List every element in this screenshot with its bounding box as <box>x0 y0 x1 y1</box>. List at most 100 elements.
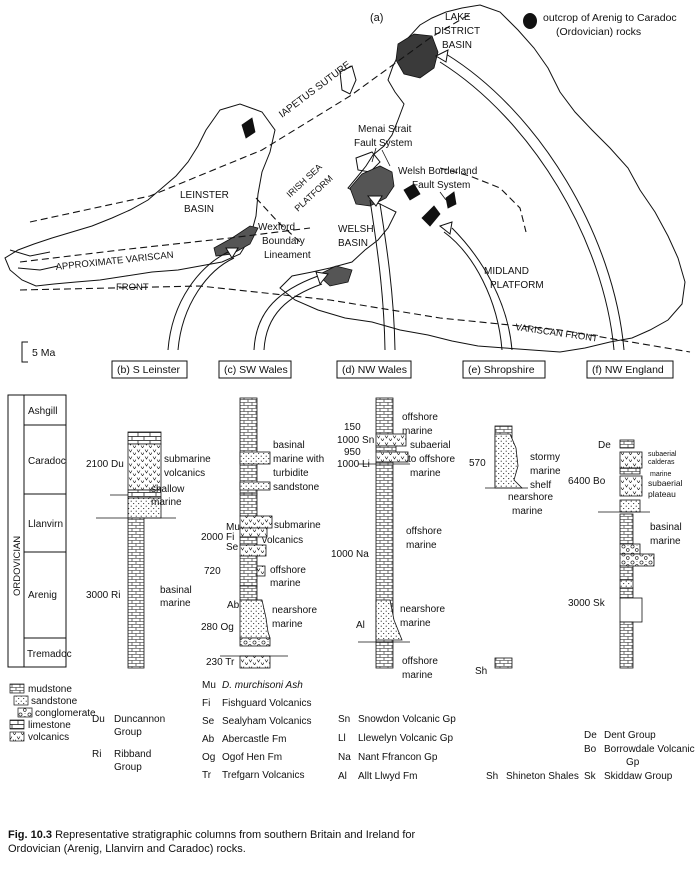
c-thickness-fi: 2000 Fi <box>201 532 234 543</box>
key-d-name-al: Allt Llwyd Fm <box>358 771 417 782</box>
approx-variscan-front-line <box>19 227 311 263</box>
legend-volcanics: volcanics <box>28 732 69 743</box>
f-note-basinal-2: marine <box>650 536 681 547</box>
box-nw-england: (f) NW England <box>586 360 674 379</box>
abbrev-key-c: Mu D. murchisoni Ash Fi Fishguard Volcan… <box>202 680 312 781</box>
abbrev-key-b: Du Duncannon Group Ri Ribband Group <box>92 714 165 773</box>
ireland-sw-inlets <box>9 249 59 271</box>
key-d-name-na: Nant Ffrancon Gp <box>358 752 438 763</box>
arrow-nw-wales <box>369 199 396 351</box>
key-c-name-og: Ogof Hen Fm <box>222 752 282 763</box>
key-f-name-bo-2: Gp <box>626 757 640 768</box>
c-thickness-ab: Ab <box>227 600 240 611</box>
b-note-shallow-1: shallow <box>151 484 185 495</box>
d-note-subaerial-1: subaerial <box>410 440 451 451</box>
c-thickness-se: Se <box>226 542 239 553</box>
central-wales-outcrop <box>421 205 441 227</box>
box-sw-wales-label: (c) SW Wales <box>224 364 288 376</box>
d-note-nearshore-1: nearshore <box>400 604 445 615</box>
britain-coastline <box>279 4 686 353</box>
key-e-abbr-sh: Sh <box>486 771 498 782</box>
e-note-stormy-3: shelf <box>530 480 551 491</box>
legend-limestone: limestone <box>28 720 71 731</box>
midland-label-2: PLATFORM <box>490 280 544 291</box>
key-d-name-sn: Snowdon Volcanic Gp <box>358 714 456 725</box>
stage-arenig: Arenig <box>28 590 57 601</box>
stage-ashgill: Ashgill <box>28 406 57 417</box>
e-thickness-570: 570 <box>469 458 486 469</box>
key-c-abbr-og: Og <box>202 752 215 763</box>
stage-llanvirn: Llanvirn <box>28 519 63 530</box>
key-c-abbr-tr: Tr <box>202 770 212 781</box>
midland-label-1: MIDLAND <box>484 266 529 277</box>
d-thickness-li: 1000 Li <box>337 459 370 470</box>
map-panel: (a) outcrop of Arenig to Caradoc (Ordovi… <box>4 4 691 353</box>
menai-label-1: Menai Strait <box>358 124 412 135</box>
key-c-name-mu: D. murchisoni Ash <box>222 680 303 691</box>
stage-tremadoc: Tremadoc <box>27 649 72 660</box>
key-d-name-ll: Llewelyn Volcanic Gp <box>358 733 453 744</box>
irish-outcrop-north <box>241 117 256 139</box>
map-legend: outcrop of Arenig to Caradoc (Ordovician… <box>523 12 677 38</box>
scale-label: 5 Ma <box>32 347 56 359</box>
c-note-basinal-1: basinal <box>273 440 305 451</box>
iapetus-suture-line <box>29 13 471 223</box>
wexford-label-3: Lineament <box>264 250 311 261</box>
box-s-leinster: (b) S Leinster <box>111 360 188 379</box>
d-note-offshore-low-2: marine <box>402 670 433 681</box>
welsh-borderland-label-2: Fault System <box>412 180 470 191</box>
isle-of-man <box>339 65 357 95</box>
d-note-nearshore-2: marine <box>400 618 431 629</box>
f-thickness-de: De <box>598 440 611 451</box>
fault-pointers <box>371 147 447 201</box>
key-c-abbr-ab: Ab <box>202 734 215 745</box>
key-d-abbr-ll: Ll <box>338 733 346 744</box>
key-f-abbr-bo: Bo <box>584 744 597 755</box>
legend-mudstone: mudstone <box>28 684 72 695</box>
d-thickness-na: 1000 Na <box>331 549 369 560</box>
f-note-basinal-1: basinal <box>650 522 682 533</box>
column-boxes: (b) S Leinster (c) SW Wales (d) NW Wales… <box>111 360 674 379</box>
leinster-outcrop <box>213 225 259 257</box>
f-thickness-sk: 3000 Sk <box>568 598 606 609</box>
menai-label-2: Fault System <box>354 138 412 149</box>
lake-district-label-1: LAKE <box>445 12 471 23</box>
coastlines <box>4 4 686 353</box>
e-note-nearshore-1: nearshore <box>508 492 553 503</box>
box-s-leinster-label: (b) S Leinster <box>117 364 181 376</box>
welsh-basin-label-2: BASIN <box>338 238 368 249</box>
f-note-plateau-1: subaerial <box>648 478 683 488</box>
column-s-leinster: 2100 Du 3000 Ri submarine volcanics shal… <box>86 431 211 669</box>
d-thickness-al: Al <box>356 620 365 631</box>
time-scale: 5 Ma <box>21 341 56 363</box>
c-thickness-og: 280 Og <box>201 622 234 633</box>
c-note-basinal-2: marine with <box>273 454 324 465</box>
c-note-basinal-4: sandstone <box>273 482 320 493</box>
key-d-abbr-sn: Sn <box>338 714 350 725</box>
key-c-name-se: Sealyham Volcanics <box>222 716 312 727</box>
key-b-name-du: Duncannon <box>114 714 165 725</box>
c-thickness-720: 720 <box>204 566 221 577</box>
column-sw-wales: Mu 2000 Fi Se 720 Ab 280 Og 230 Tr basin… <box>201 397 324 669</box>
f-note-calderas-3: marine <box>650 471 672 478</box>
d-note-offshore-mid-2: marine <box>406 540 437 551</box>
d-thickness-150: 150 <box>344 422 361 433</box>
wexford-label-1: Wexford <box>258 222 295 233</box>
outcrop-legend-swatch <box>523 13 537 29</box>
north-wales-outcrop <box>349 165 395 207</box>
b-note-submarine-2: volcanics <box>164 468 205 479</box>
column-shropshire: 570 Sh stormy marine shelf nearshore mar… <box>469 425 561 677</box>
e-note-stormy-1: stormy <box>530 452 560 463</box>
arrow-shropshire <box>443 227 513 351</box>
abbrev-key-f: De Dent Group Bo Borrowdale Volcanic Gp … <box>584 730 695 782</box>
system-label: ORDOVICIAN <box>12 536 23 596</box>
key-f-name-de: Dent Group <box>604 730 656 741</box>
c-note-basinal-3: turbidite <box>273 468 309 479</box>
variscan-front-label: VARISCAN FRONT <box>515 322 599 345</box>
key-c-abbr-mu: Mu <box>202 680 216 691</box>
f-note-plateau-2: plateau <box>648 489 676 499</box>
key-d-abbr-al: Al <box>338 771 347 782</box>
c-note-offshore-2: marine <box>270 578 301 589</box>
key-c-name-fi: Fishguard Volcanics <box>222 698 312 709</box>
ireland-coastline <box>4 103 276 287</box>
